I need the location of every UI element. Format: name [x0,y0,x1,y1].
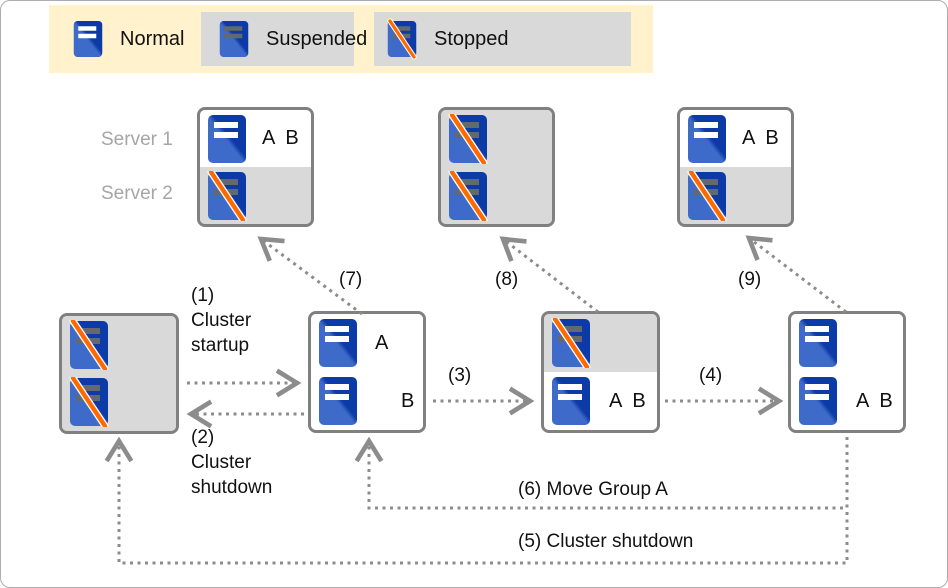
state-box-mid-left [59,313,179,434]
server-row [62,373,176,431]
server-row: A B [680,110,791,167]
server-row: A [311,314,423,372]
server-normal-icon [319,319,357,367]
server-stopped-icon [687,170,727,221]
label-step-2: (2) Cluster shutdown [191,427,273,498]
legend-label-suspended: Suspended [266,27,368,50]
state-box-top-center [438,107,555,227]
server-row [441,110,552,167]
server-row: A B [544,372,657,430]
server-stopped-icon [448,170,488,221]
state-box-mid-center-right: A B [541,311,660,433]
state-box-mid-center-left: A B [308,311,426,433]
legend-label-stopped: Stopped [434,27,509,50]
label-step-5: (5) Cluster shutdown [518,531,694,552]
group-labels: A B [742,127,779,149]
server-row [791,314,903,372]
label-step-3: (3) [448,365,472,386]
server-row [62,316,176,374]
server-normal-icon [799,377,837,425]
legend-item-normal: Normal [73,13,184,65]
label-step-9: (9) [738,269,762,290]
label-step-1: (1) Cluster startup [191,285,252,356]
server-row: A B [791,372,903,430]
server-row [680,167,791,224]
server-row [200,167,311,224]
label-step-6: (6) Move Group A [518,479,668,500]
legend: Normal Suspended Stopped [49,5,653,73]
server-stopped-icon [207,170,247,221]
group-labels: A [375,331,389,354]
server-suspended-icon [219,21,249,57]
group-labels: B [401,389,415,412]
server-stopped-icon [69,319,109,370]
legend-label-normal: Normal [120,27,185,50]
state-box-mid-right: A B [788,311,906,433]
server-normal-icon [73,21,103,57]
group-labels: A B [609,389,646,412]
server-row: B [311,372,423,430]
row-label-server2: Server 2 [101,183,173,204]
server-normal-icon [208,114,246,163]
arrow-9 [745,235,847,314]
label-step-4: (4) [699,365,723,386]
server-stopped-icon [387,18,417,60]
label-step-7: (7) [339,269,363,290]
server-normal-icon [688,114,726,163]
server-normal-icon [319,377,357,425]
server-stopped-icon [551,318,591,368]
group-labels: A B [262,127,299,149]
state-box-top-right: A B [677,107,794,227]
server-row [544,314,657,372]
state-box-top-left: A B [197,107,314,227]
server-row [441,167,552,224]
server-normal-icon [552,377,590,425]
label-step-8: (8) [495,269,519,290]
server-row: A B [200,110,311,167]
row-label-server1: Server 1 [101,129,173,150]
server-stopped-icon [69,377,109,428]
server-stopped-icon [448,113,488,164]
server-normal-icon [799,319,837,367]
legend-item-suspended: Suspended [201,12,367,66]
legend-item-stopped: Stopped [374,12,631,66]
group-labels: A B [856,389,893,412]
